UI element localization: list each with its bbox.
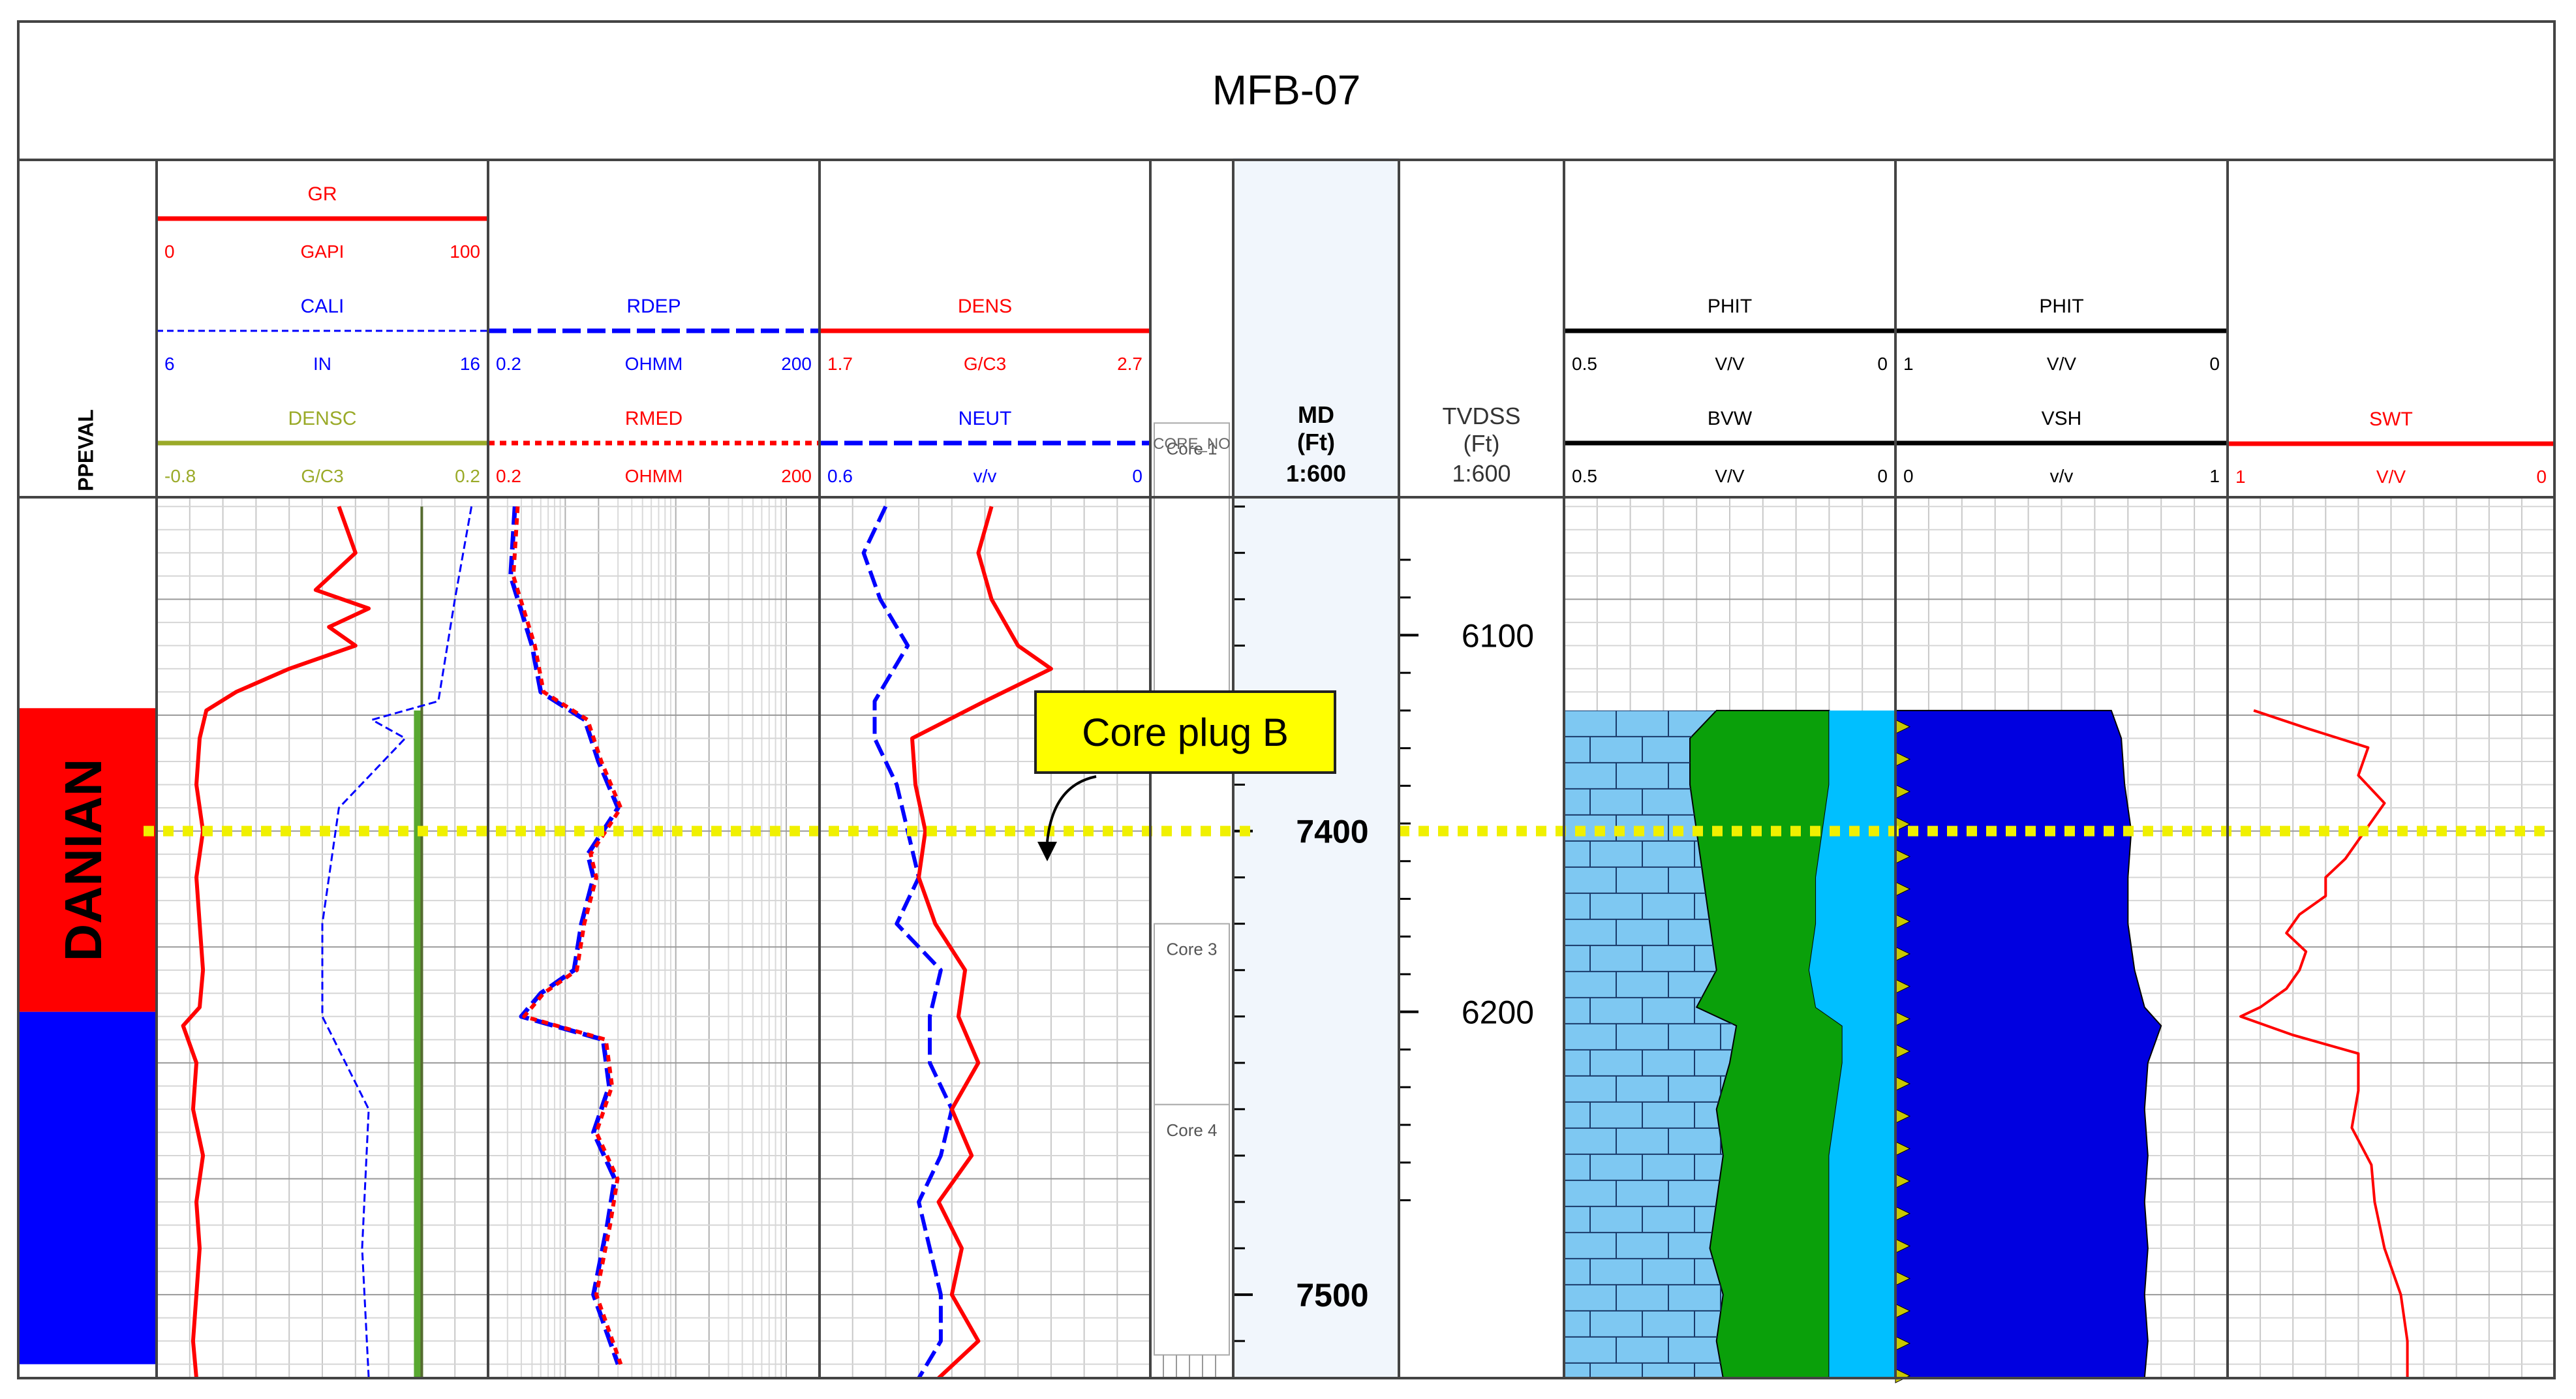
tvdss-unit: (Ft) <box>1464 430 1500 457</box>
scale-max: 200 <box>781 354 812 374</box>
tvdss-tick-label: 6200 <box>1462 994 1534 1031</box>
md-tick-label: 7500 <box>1296 1277 1368 1314</box>
scale-unit: GAPI <box>301 241 345 262</box>
md-tick-label: 7400 <box>1296 814 1368 850</box>
callout-arrow <box>1046 775 1097 842</box>
core-column-label: CORE_NO <box>1153 435 1231 453</box>
curve-name: CALI <box>301 296 345 317</box>
track2-grid <box>488 497 820 1378</box>
callout-arrowhead <box>1037 842 1057 861</box>
scale-min: -0.8 <box>164 466 196 486</box>
curve-name: PHIT <box>1708 296 1752 317</box>
curve-name: DENSC <box>288 408 356 429</box>
tvdss-title: TVDSS <box>1442 403 1520 429</box>
scale-unit: OHMM <box>625 466 683 486</box>
scale-min: 1 <box>1903 354 1914 374</box>
scale-max: 0 <box>2536 467 2547 487</box>
scale-min: 0.2 <box>496 354 521 374</box>
curve-name: SWT <box>2369 408 2413 430</box>
track3-grid <box>820 497 1150 1378</box>
scale-unit: V/V <box>1715 466 1744 486</box>
core-label: Core 4 <box>1166 1120 1217 1140</box>
limestone-fill <box>1564 710 1737 1378</box>
scale-max: 0.2 <box>455 466 480 486</box>
tvdss-tick-label: 6100 <box>1462 617 1534 654</box>
cali-curve <box>321 506 473 1379</box>
rmed-curve <box>511 506 623 1365</box>
scale-max: 100 <box>450 241 480 262</box>
scale-unit: v/v <box>974 466 997 486</box>
curve-name: NEUT <box>958 408 1012 429</box>
curve-name: DENS <box>958 296 1012 317</box>
core-label: Core 3 <box>1166 940 1217 959</box>
scale-unit: v/v <box>2050 466 2074 486</box>
curve-name: VSH <box>2042 408 2082 429</box>
chart-title: MFB-07 <box>1212 67 1361 114</box>
neut-curve <box>861 505 954 1379</box>
scale-unit: V/V <box>2376 467 2406 487</box>
scale-unit: V/V <box>1715 354 1744 374</box>
scale-min: 1.7 <box>827 354 853 374</box>
scale-unit: V/V <box>2047 354 2076 374</box>
scale-max: 16 <box>460 354 480 374</box>
scale-unit: OHMM <box>625 354 683 374</box>
scale-min: 6 <box>164 354 175 374</box>
scale-max: 1 <box>2209 466 2220 486</box>
track6-grid <box>2228 497 2554 1378</box>
scale-unit: IN <box>313 354 331 374</box>
scale-min: 0.5 <box>1572 466 1597 486</box>
core-interval <box>1154 1103 1230 1356</box>
scale-min: 0 <box>1903 466 1914 486</box>
bvw-fill <box>1809 710 1895 1378</box>
curve-name: RDEP <box>626 296 681 317</box>
gr-curve <box>181 506 371 1379</box>
scale-min: 1 <box>2235 467 2246 487</box>
md-title: MD <box>1298 401 1334 428</box>
tvdss-scale: 1:600 <box>1452 460 1510 487</box>
scale-max: 0 <box>1877 354 1888 374</box>
scale-min: 0.6 <box>827 466 853 486</box>
core-plug-callout: Core plug B <box>1034 690 1336 774</box>
zone-label: DANIAN <box>54 758 112 961</box>
scale-max: 2.7 <box>1117 354 1142 374</box>
md-unit: (Ft) <box>1297 429 1335 455</box>
scale-max: 200 <box>781 466 812 486</box>
scale-min: 0 <box>164 241 175 262</box>
scale-unit: G/C3 <box>964 354 1006 374</box>
curve-name: RMED <box>625 408 682 429</box>
scale-unit: G/C3 <box>301 466 343 486</box>
core-interval <box>1154 422 1230 711</box>
zone-column-label: PPEVAL <box>74 409 97 491</box>
core-label: Core 1 <box>1166 438 1217 458</box>
scale-max: 0 <box>1877 466 1888 486</box>
zone-block <box>18 708 157 1012</box>
scale-min: 0.5 <box>1572 354 1597 374</box>
vsh-fill <box>1895 709 2162 1379</box>
curve-name: PHIT <box>2039 296 2083 317</box>
scale-min: 0.2 <box>496 466 521 486</box>
frame <box>17 20 2556 1379</box>
curve-name: BVW <box>1708 408 1753 429</box>
md-scale: 1:600 <box>1286 460 1346 487</box>
scale-max: 0 <box>2209 354 2220 374</box>
rdep-curve <box>508 506 621 1365</box>
dens-curve <box>910 506 1053 1380</box>
swt-curve <box>2239 709 2409 1378</box>
zone-block <box>18 1011 157 1364</box>
curve-name: GR <box>308 183 337 205</box>
scale-max: 0 <box>1132 466 1142 486</box>
